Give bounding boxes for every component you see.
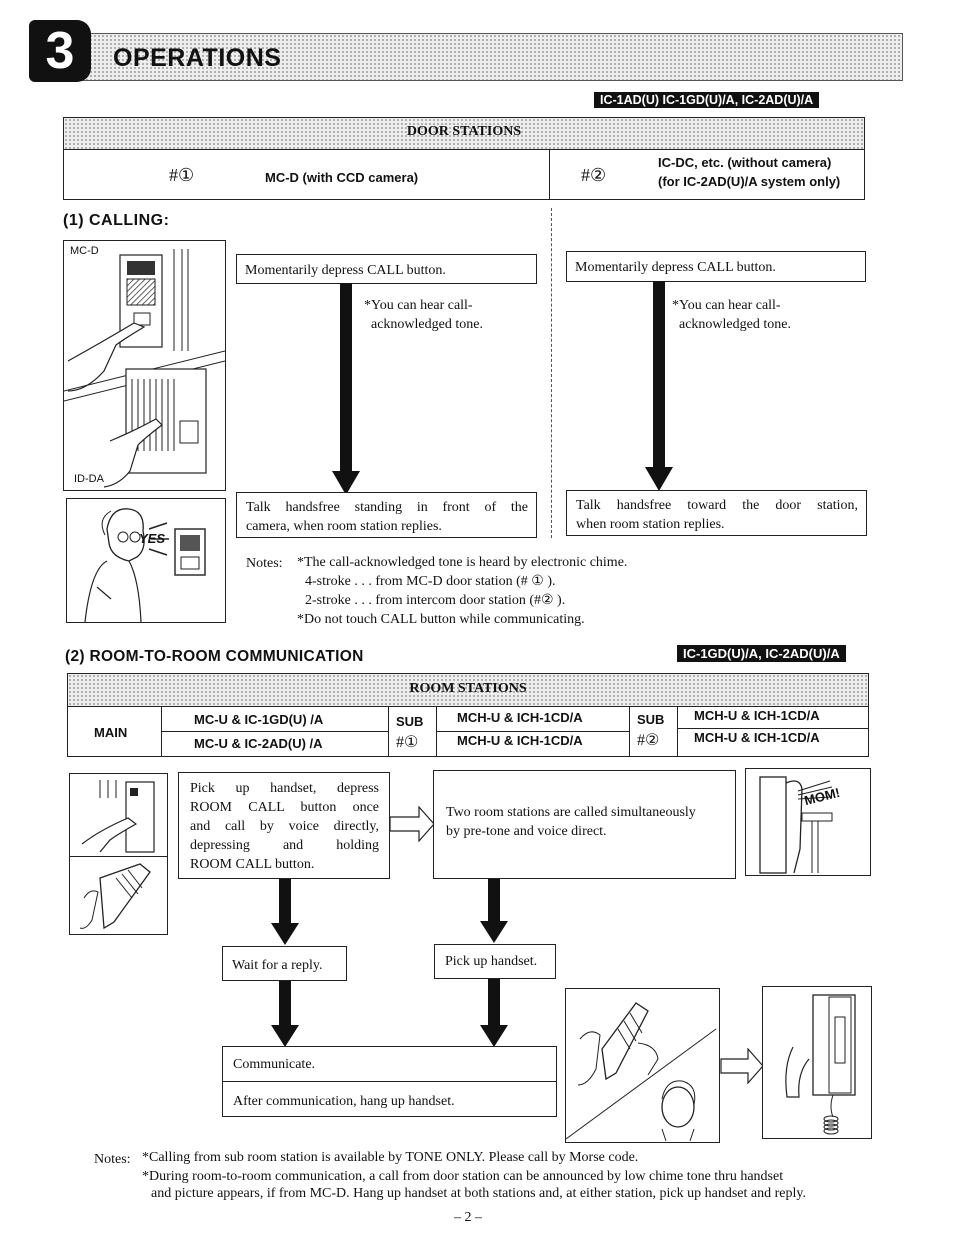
- step-pick-3: and call by voice directly,: [190, 819, 379, 834]
- section-number: 3: [29, 20, 91, 82]
- room-illus-divider: [70, 856, 167, 857]
- down-arrow-pickup-comm: [480, 979, 508, 1047]
- label-idda: ID-DA: [74, 473, 104, 485]
- room-col-div-5: [677, 706, 678, 757]
- footer-notes-label: Notes:: [94, 1152, 131, 1167]
- room-sub2-label: SUB: [637, 712, 665, 727]
- step-wait: Wait for a reply.: [222, 946, 347, 981]
- step-two-2: by pre-tone and voice direct.: [446, 824, 607, 839]
- down-arrow-pick-wait: [271, 879, 299, 945]
- calling-note-3: 2-stroke . . . from intercom door statio…: [305, 593, 566, 608]
- door-stations-header: DOOR STATIONS: [406, 124, 522, 139]
- right-down-arrow: [645, 281, 673, 491]
- step-pick-up-and-call: Pick up handset, depress ROOM CALL butto…: [178, 772, 390, 879]
- right-step-call: Momentarily depress CALL button.: [566, 251, 866, 282]
- left-step-call: Momentarily depress CALL button.: [236, 254, 537, 284]
- right-outline-arrow-2: [720, 1048, 764, 1084]
- room-stations-header: ROOM STATIONS: [409, 681, 527, 696]
- room-sub2-2: MCH-U & ICH-1CD/A: [694, 730, 820, 745]
- step-two-1: Two room stations are called simultaneou…: [446, 805, 696, 820]
- calling-separator: [551, 208, 552, 538]
- door-stations-table: DOOR STATIONS #① MC-D (with CCD camera) …: [63, 117, 865, 200]
- room-main-2: MC-U & IC-2AD(U) /A: [194, 736, 323, 751]
- room-sub1-label: SUB: [396, 714, 424, 729]
- handset-hang-illustration: [762, 986, 872, 1139]
- step-pick-1: Pick up handset, depress: [190, 781, 379, 796]
- step-communicate: Communicate.: [233, 1057, 316, 1072]
- mom-drawing: [759, 776, 833, 874]
- room-col-div-2: [388, 706, 389, 757]
- step-comm-divider: [223, 1081, 556, 1082]
- room-sub1-num: #①: [396, 734, 419, 751]
- right-note-1: *You can hear call-: [672, 298, 781, 313]
- room-stations-header-band: [68, 674, 868, 707]
- room-models-badge: IC-1GD(U)/A, IC-2AD(U)/A: [677, 645, 846, 662]
- handset-talk-illustration: [565, 988, 720, 1143]
- room-station-drawing: [79, 780, 155, 930]
- room-stations-table: ROOM STATIONS MAIN MC-U & IC-1GD(U) /A M…: [67, 673, 869, 757]
- right-step-talk-1: Talk handsfree toward the door station,: [576, 498, 858, 513]
- room-row-div-3: [677, 728, 868, 729]
- footer-note-1: *Calling from sub room station is availa…: [142, 1150, 639, 1165]
- step-pick-5: ROOM CALL button.: [190, 857, 315, 872]
- footer-note-2-2: and picture appears, if from MC-D. Hang …: [151, 1186, 806, 1201]
- handset-talk-drawing: [566, 1002, 717, 1142]
- calling-note-2: 4-stroke . . . from MC-D door station (#…: [305, 574, 556, 589]
- calling-notes-label: Notes:: [246, 556, 283, 571]
- yes-bubble: YES: [139, 531, 166, 546]
- left-step-talk-2: camera, when room station replies.: [246, 519, 442, 534]
- room-main-label: MAIN: [94, 725, 128, 740]
- mom-illustration: MOM!: [745, 768, 871, 876]
- room-sub1-2: MCH-U & ICH-1CD/A: [457, 733, 583, 748]
- right-step-talk: Talk handsfree toward the door station, …: [566, 490, 867, 536]
- door-station-1-number: #①: [169, 165, 195, 185]
- handset-hang-drawing: [785, 994, 856, 1135]
- room-heading: (2) ROOM-TO-ROOM COMMUNICATION: [65, 648, 364, 665]
- down-arrow-wait-comm: [271, 981, 299, 1047]
- section-title: OPERATIONS: [113, 44, 282, 72]
- left-step-talk-1: Talk handsfree standing in front of the: [246, 500, 528, 515]
- down-arrow-two-pickup: [480, 879, 508, 943]
- step-pickup: Pick up handset.: [434, 944, 556, 979]
- mcd-idda-illustration: MC-D ID-DA: [63, 240, 226, 491]
- page-number: – 2 –: [454, 1210, 482, 1225]
- left-note-2: acknowledged tone.: [371, 317, 483, 332]
- door-station-2-number: #②: [581, 165, 607, 185]
- step-pick-4: depressing and holding: [190, 838, 379, 853]
- label-mcd: MC-D: [70, 245, 99, 257]
- room-sub2-1: MCH-U & ICH-1CD/A: [694, 708, 820, 723]
- door-stations-divider: [549, 149, 550, 200]
- room-main-1: MC-U & IC-1GD(U) /A: [194, 712, 324, 727]
- door-stations-header-band: [64, 118, 864, 150]
- calling-note-1: *The call-acknowledged tone is heard by …: [297, 555, 628, 570]
- right-step-talk-2: when room station replies.: [576, 517, 725, 532]
- door-station-2-name-1: IC-DC, etc. (without camera): [658, 155, 832, 170]
- step-after: After communication, hang up handset.: [233, 1094, 455, 1109]
- left-down-arrow: [332, 283, 360, 495]
- door-station-2-name-2: (for IC-2AD(U)/A system only): [658, 174, 841, 189]
- visitor-illustration: YES: [66, 498, 226, 623]
- room-row-div-2: [436, 731, 629, 732]
- calling-note-4: *Do not touch CALL button while communic…: [297, 612, 585, 627]
- right-outline-arrow-1: [389, 806, 435, 842]
- left-note-1: *You can hear call-: [364, 298, 473, 313]
- room-row-div-1: [161, 731, 388, 732]
- room-col-div-4: [629, 706, 630, 757]
- left-step-talk: Talk handsfree standing in front of the …: [236, 492, 537, 538]
- right-note-2: acknowledged tone.: [679, 317, 791, 332]
- room-sub2-num: #②: [637, 732, 660, 749]
- step-pick-2: ROOM CALL button once: [190, 800, 379, 815]
- room-sub1-1: MCH-U & ICH-1CD/A: [457, 710, 583, 725]
- section-title-band: [72, 33, 903, 81]
- models-badge: IC-1AD(U) IC-1GD(U)/A, IC-2AD(U)/A: [594, 92, 820, 108]
- visitor-drawing: [84, 508, 206, 622]
- door-station-drawing: [64, 249, 225, 488]
- step-communicate-box: Communicate. After communication, hang u…: [222, 1046, 557, 1117]
- calling-heading: (1) CALLING:: [63, 212, 170, 229]
- step-two-stations: Two room stations are called simultaneou…: [433, 770, 736, 879]
- room-station-illustration: [69, 773, 168, 935]
- door-station-1-name: MC-D (with CCD camera): [265, 170, 419, 185]
- footer-note-2-1: *During room-to-room communication, a ca…: [142, 1169, 784, 1184]
